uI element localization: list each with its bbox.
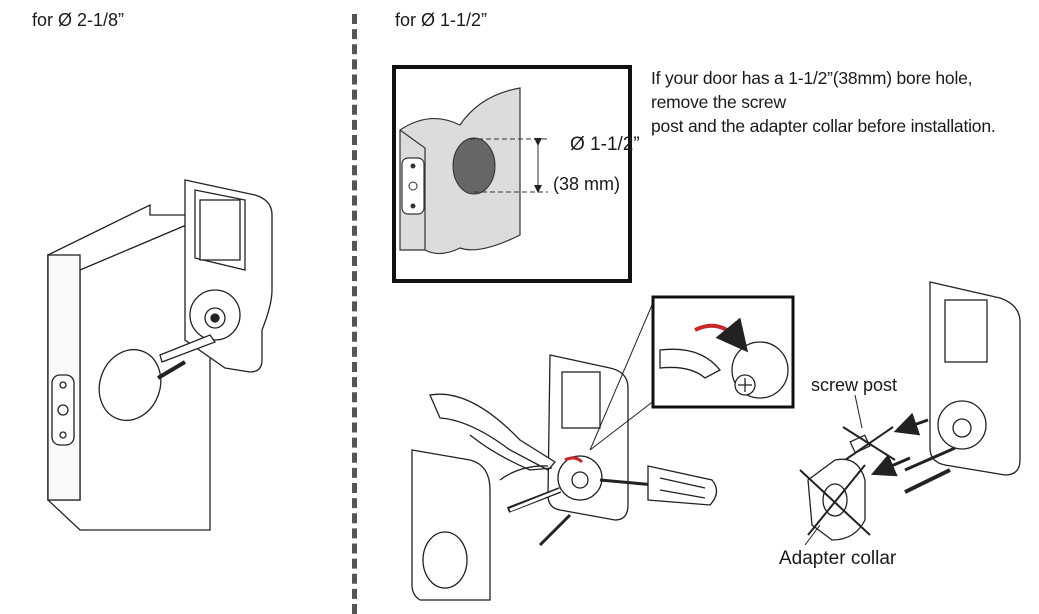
parts-removal-illustration <box>799 281 1021 546</box>
screw-post-label: screw post <box>811 375 898 395</box>
left-door-illustration <box>47 179 273 531</box>
bore-diameter-mm-label: (38 mm) <box>553 174 620 194</box>
bore-hole-detail-box <box>392 65 632 283</box>
pliers-removal-illustration <box>411 295 795 601</box>
panel-divider <box>352 14 357 614</box>
adapter-collar-icon <box>799 458 871 541</box>
instructions-text: If your door has a 1-1/2”(38mm) bore hol… <box>651 66 1036 138</box>
lock-unit-icon <box>156 179 273 380</box>
instruction-line-1: If your door has a 1-1/2”(38mm) bore hol… <box>651 68 973 88</box>
bore-diameter-label: Ø 1-1/2” <box>570 134 640 155</box>
instruction-line-2: remove the screw <box>651 92 786 112</box>
right-panel-heading: for Ø 1-1/2” <box>395 10 488 30</box>
instruction-line-3: post and the adapter collar before insta… <box>651 116 996 136</box>
left-panel-heading: for Ø 2-1/8” <box>32 10 125 30</box>
pliers-icon <box>429 393 556 471</box>
screw-post-icon <box>842 426 896 461</box>
adapter-collar-label: Adapter collar <box>779 548 897 569</box>
bore-hole-icon <box>452 137 496 195</box>
screwdriver-icon <box>647 465 718 506</box>
